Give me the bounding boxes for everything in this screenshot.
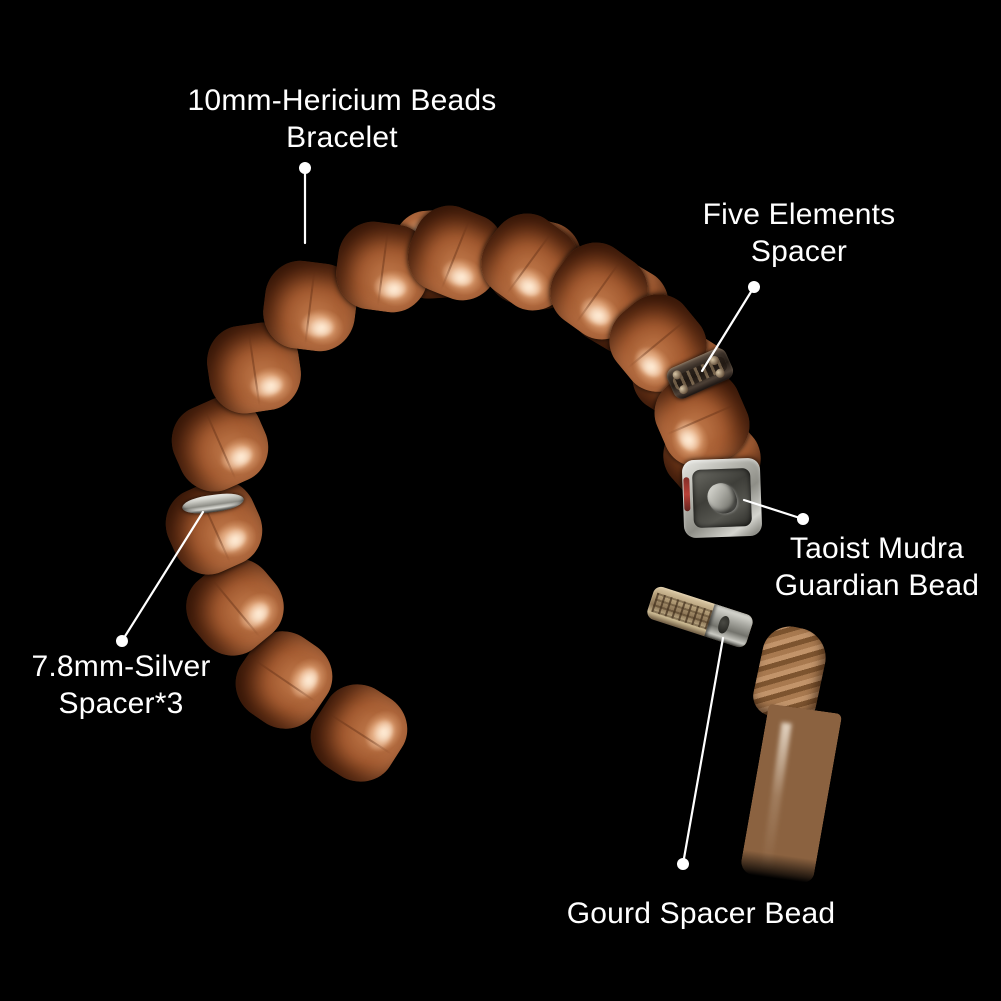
- red-cord-accent: [683, 477, 691, 512]
- label-silver-spacer: 7.8mm-Silver Spacer*3: [31, 650, 211, 720]
- bead-highlight: [439, 257, 478, 291]
- tassel-fringe: [739, 703, 843, 884]
- bead-highlight: [361, 715, 398, 755]
- mudra-recess: [692, 468, 752, 528]
- label-five-elements-spacer: Five Elements Spacer: [702, 198, 896, 268]
- bead-highlight: [300, 312, 335, 340]
- bead-highlight: [218, 440, 257, 474]
- bead-highlight: [373, 272, 408, 300]
- bead-highlight: [576, 293, 616, 331]
- leader-dot-five-elements-spacer: [748, 281, 760, 293]
- gourd-spacer-bead: [645, 584, 755, 650]
- bead-highlight: [211, 522, 250, 557]
- bead-highlight: [508, 264, 547, 301]
- label-gourd-spacer-bead: Gourd Spacer Bead: [566, 897, 836, 930]
- taoist-mudra-guardian-bead: [681, 457, 763, 539]
- leader-dot-hericium-beads: [299, 162, 311, 174]
- label-hericium-beads: 10mm-Hericium Beads Bracelet: [187, 84, 497, 154]
- braided-tassel: [737, 621, 855, 884]
- bead-highlight: [286, 662, 323, 702]
- bead-highlight: [672, 416, 706, 455]
- bead-highlight: [631, 343, 669, 382]
- gourd-silver-cap: [704, 604, 755, 650]
- leader-dot-taoist-mudra-guardian-bead: [797, 513, 809, 525]
- leader-dot-silver-spacer: [116, 635, 128, 647]
- mudra-hand-relief: [704, 479, 740, 518]
- bead-highlight: [235, 596, 274, 635]
- gourd-engraving: [651, 593, 713, 630]
- bead-highlight: [249, 370, 284, 399]
- label-taoist-mudra-guardian-bead: Taoist Mudra Guardian Bead: [774, 532, 980, 602]
- leader-dot-gourd-spacer-bead: [677, 858, 689, 870]
